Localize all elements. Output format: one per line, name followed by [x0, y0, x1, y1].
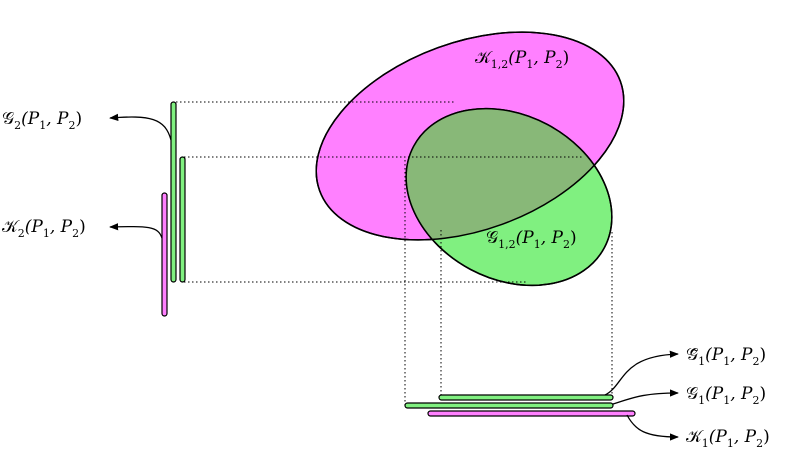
g2-label: 𝒢2(P1, P2) — [2, 109, 82, 132]
k2-label-arrow — [109, 223, 163, 239]
g1-tilde-label: 𝒢̃1(P1, P2) — [686, 345, 766, 368]
vertical-projection-lines — [404, 160, 613, 405]
g12-label: 𝒢1,2(P1, P2) — [486, 228, 577, 251]
g12-outline — [405, 107, 613, 287]
g1-projection-bar — [404, 402, 614, 409]
g1-label-arrow — [612, 389, 679, 405]
g1-tilde-label-arrow — [604, 350, 679, 396]
horizontal-projection-lines — [176, 101, 584, 283]
g2-projection-bar-inner — [179, 156, 186, 283]
g1-tilde-projection-bar — [438, 394, 614, 401]
k1-label-arrow — [626, 414, 679, 441]
k12-outline — [315, 31, 625, 241]
g1-label: 𝒢1(P1, P2) — [686, 384, 766, 407]
k12-label: 𝒦1,2(P1, P2) — [475, 48, 569, 71]
k2-projection-bar — [161, 192, 168, 317]
k1-label: 𝒦1(P1, P2) — [686, 427, 770, 450]
k2-label: 𝒦2(P1, P2) — [2, 217, 86, 240]
k1-projection-bar — [427, 410, 636, 417]
g2-label-arrow — [109, 113, 172, 141]
g2-projection-bar — [170, 101, 177, 283]
